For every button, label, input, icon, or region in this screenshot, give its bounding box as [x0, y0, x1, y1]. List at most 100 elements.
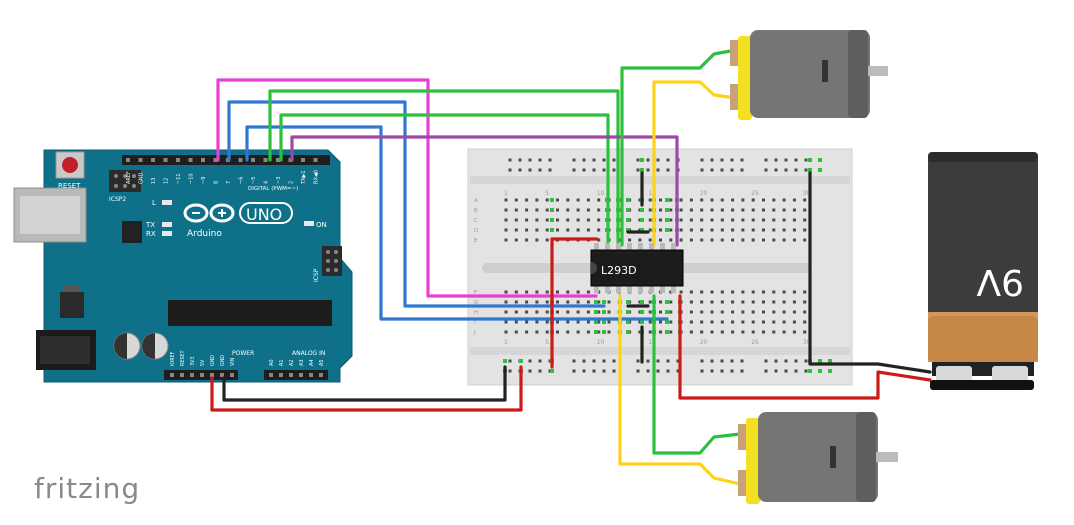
connected-hole — [640, 218, 644, 222]
breadboard-hole — [689, 208, 693, 212]
breadboard-hole — [669, 198, 673, 202]
breadboard-hole — [659, 198, 662, 202]
analog-pin — [289, 373, 293, 377]
breadboard-hole — [566, 320, 570, 324]
breadboard-hole — [566, 290, 570, 294]
breadboard-hole — [638, 238, 642, 242]
breadboard-hole — [772, 300, 776, 304]
breadboard-hole — [803, 330, 807, 334]
analog-pin — [309, 373, 313, 377]
chip-pin — [616, 285, 621, 293]
rail-hole — [592, 359, 596, 363]
analog-pin — [269, 373, 273, 377]
connected-hole — [665, 218, 669, 222]
breadboard-hole — [545, 310, 549, 314]
power-pin-label: GND — [220, 355, 226, 366]
breadboard-hole — [679, 208, 683, 212]
rail-hole — [656, 168, 660, 172]
breadboard-hole — [586, 228, 590, 232]
breadboard-hole — [679, 290, 683, 294]
breadboard-hole — [504, 218, 508, 222]
breadboard-hole — [731, 300, 735, 304]
breadboard-hole — [710, 198, 714, 202]
breadboard-hole — [576, 320, 580, 324]
rail-hole — [710, 359, 714, 363]
chip-pin — [649, 285, 654, 293]
rail-hole — [612, 369, 616, 373]
digital-pin — [163, 158, 168, 162]
breadboard-hole — [648, 198, 652, 202]
breadboard-hole — [803, 310, 807, 314]
rail-hole — [794, 168, 798, 172]
breadboard-hole — [597, 310, 601, 314]
breadboard-hole — [576, 218, 580, 222]
breadboard-hole — [731, 228, 735, 232]
connected-hole — [665, 320, 669, 324]
breadboard-hole — [731, 290, 735, 294]
breadboard-hole — [710, 208, 714, 212]
connected-hole — [550, 369, 554, 373]
breadboard-hole — [648, 238, 652, 242]
digital-pin-label: 7 — [226, 181, 232, 184]
rail-hole — [804, 359, 808, 363]
breadboard-hole — [556, 320, 559, 324]
breadboard-hole — [772, 238, 776, 242]
connected-hole — [626, 300, 630, 304]
connected-hole — [818, 369, 822, 373]
breadboard-hole — [556, 330, 559, 334]
breadboard-hole — [669, 218, 673, 222]
breadboard-hole — [607, 310, 611, 314]
rail-hole — [602, 359, 606, 363]
breadboard-hole — [535, 330, 539, 334]
breadboard-hole — [782, 300, 786, 304]
breadboard-hole — [720, 320, 724, 324]
rail-hole — [656, 158, 660, 162]
breadboard-hole — [689, 218, 693, 222]
connected-hole — [808, 168, 812, 172]
breadboard-hole — [659, 310, 662, 314]
breadboard-hole — [576, 228, 580, 232]
breadboard-hole — [648, 330, 652, 334]
connected-hole — [602, 310, 606, 314]
breadboard-hole — [762, 228, 765, 232]
connected-hole — [640, 168, 644, 172]
power-pin-label: 5V — [200, 359, 206, 366]
wire-black-battery — [808, 171, 932, 374]
breadboard-hole — [751, 228, 755, 232]
column-number: 20 — [700, 339, 708, 346]
breadboard-hole — [597, 208, 601, 212]
breadboard-hole — [525, 198, 529, 202]
connected-hole — [594, 310, 598, 314]
connected-hole — [665, 198, 669, 202]
breadboard-hole — [792, 320, 796, 324]
breadboard-hole — [669, 228, 673, 232]
column-number: 1 — [504, 339, 508, 346]
column-number: 15 — [648, 190, 656, 197]
wire-green-2 — [279, 113, 610, 247]
breadboard-hole — [782, 238, 786, 242]
rail-hole — [700, 158, 704, 162]
rail-hole — [740, 369, 744, 373]
icsp-label: ICSP — [313, 268, 320, 282]
connected-hole — [602, 320, 606, 324]
connected-hole — [602, 300, 606, 304]
breadboard-hole — [597, 300, 601, 304]
connected-hole — [594, 300, 598, 304]
breadboard-hole — [751, 330, 755, 334]
digital-pin — [151, 158, 155, 162]
breadboard-hole — [514, 218, 518, 222]
breadboard-hole — [710, 290, 714, 294]
digital-pin-label: GND — [139, 172, 145, 184]
digital-pin-label: TX▶1 — [301, 170, 307, 185]
breadboard-hole — [700, 290, 704, 294]
breadboard-hole — [545, 238, 549, 242]
breadboard-hole — [514, 228, 518, 232]
connected-hole — [550, 228, 554, 232]
digital-pin — [138, 158, 143, 162]
dc-motor-bottom — [738, 412, 898, 504]
breadboard-hole — [762, 320, 765, 324]
row-letter: A — [474, 198, 478, 204]
rail-hole — [548, 168, 552, 172]
row-letter: G — [474, 300, 478, 306]
